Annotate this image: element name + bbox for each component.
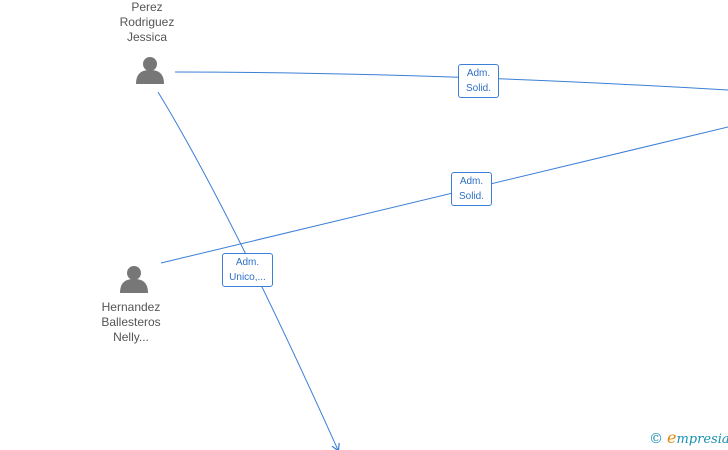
- edge-label-adm-unico[interactable]: Adm. Unico,...: [222, 253, 273, 287]
- edge-hernandez-right: [160, 126, 728, 264]
- node-label-line: Hernandez: [101, 300, 161, 314]
- edge-perez-right: [174, 71, 728, 91]
- node-label-hernandez[interactable]: Hernandez Ballesteros Nelly...: [81, 300, 181, 345]
- logo-text: mpresia: [676, 432, 728, 447]
- copyright-icon: ©: [649, 431, 663, 447]
- person-icon[interactable]: [136, 57, 164, 84]
- node-label-line: Jessica: [126, 30, 167, 44]
- edge-label-line: Solid.: [458, 191, 484, 202]
- edge-label-line: Solid.: [465, 83, 491, 94]
- edge-label-line: Adm.: [459, 176, 484, 187]
- node-label-line: Nelly...: [113, 330, 149, 344]
- edge-label-line: Unico,...: [229, 272, 266, 283]
- edge-perez-bottom: [157, 91, 338, 450]
- node-label-line: Ballesteros: [101, 315, 161, 329]
- edge-label-line: Adm.: [466, 68, 491, 79]
- node-label-line: Rodriguez: [119, 15, 175, 29]
- edge-label-line: Adm.: [235, 257, 260, 268]
- empresia-logo: ©empresia: [649, 428, 728, 447]
- node-label-line: Perez: [131, 0, 163, 14]
- person-icon[interactable]: [120, 266, 148, 293]
- logo-initial: e: [667, 428, 677, 447]
- edge-label-adm-solid[interactable]: Adm. Solid.: [458, 64, 499, 98]
- edge-label-adm-solid[interactable]: Adm. Solid.: [451, 172, 492, 206]
- node-label-perez[interactable]: Perez Rodriguez Jessica: [97, 0, 197, 45]
